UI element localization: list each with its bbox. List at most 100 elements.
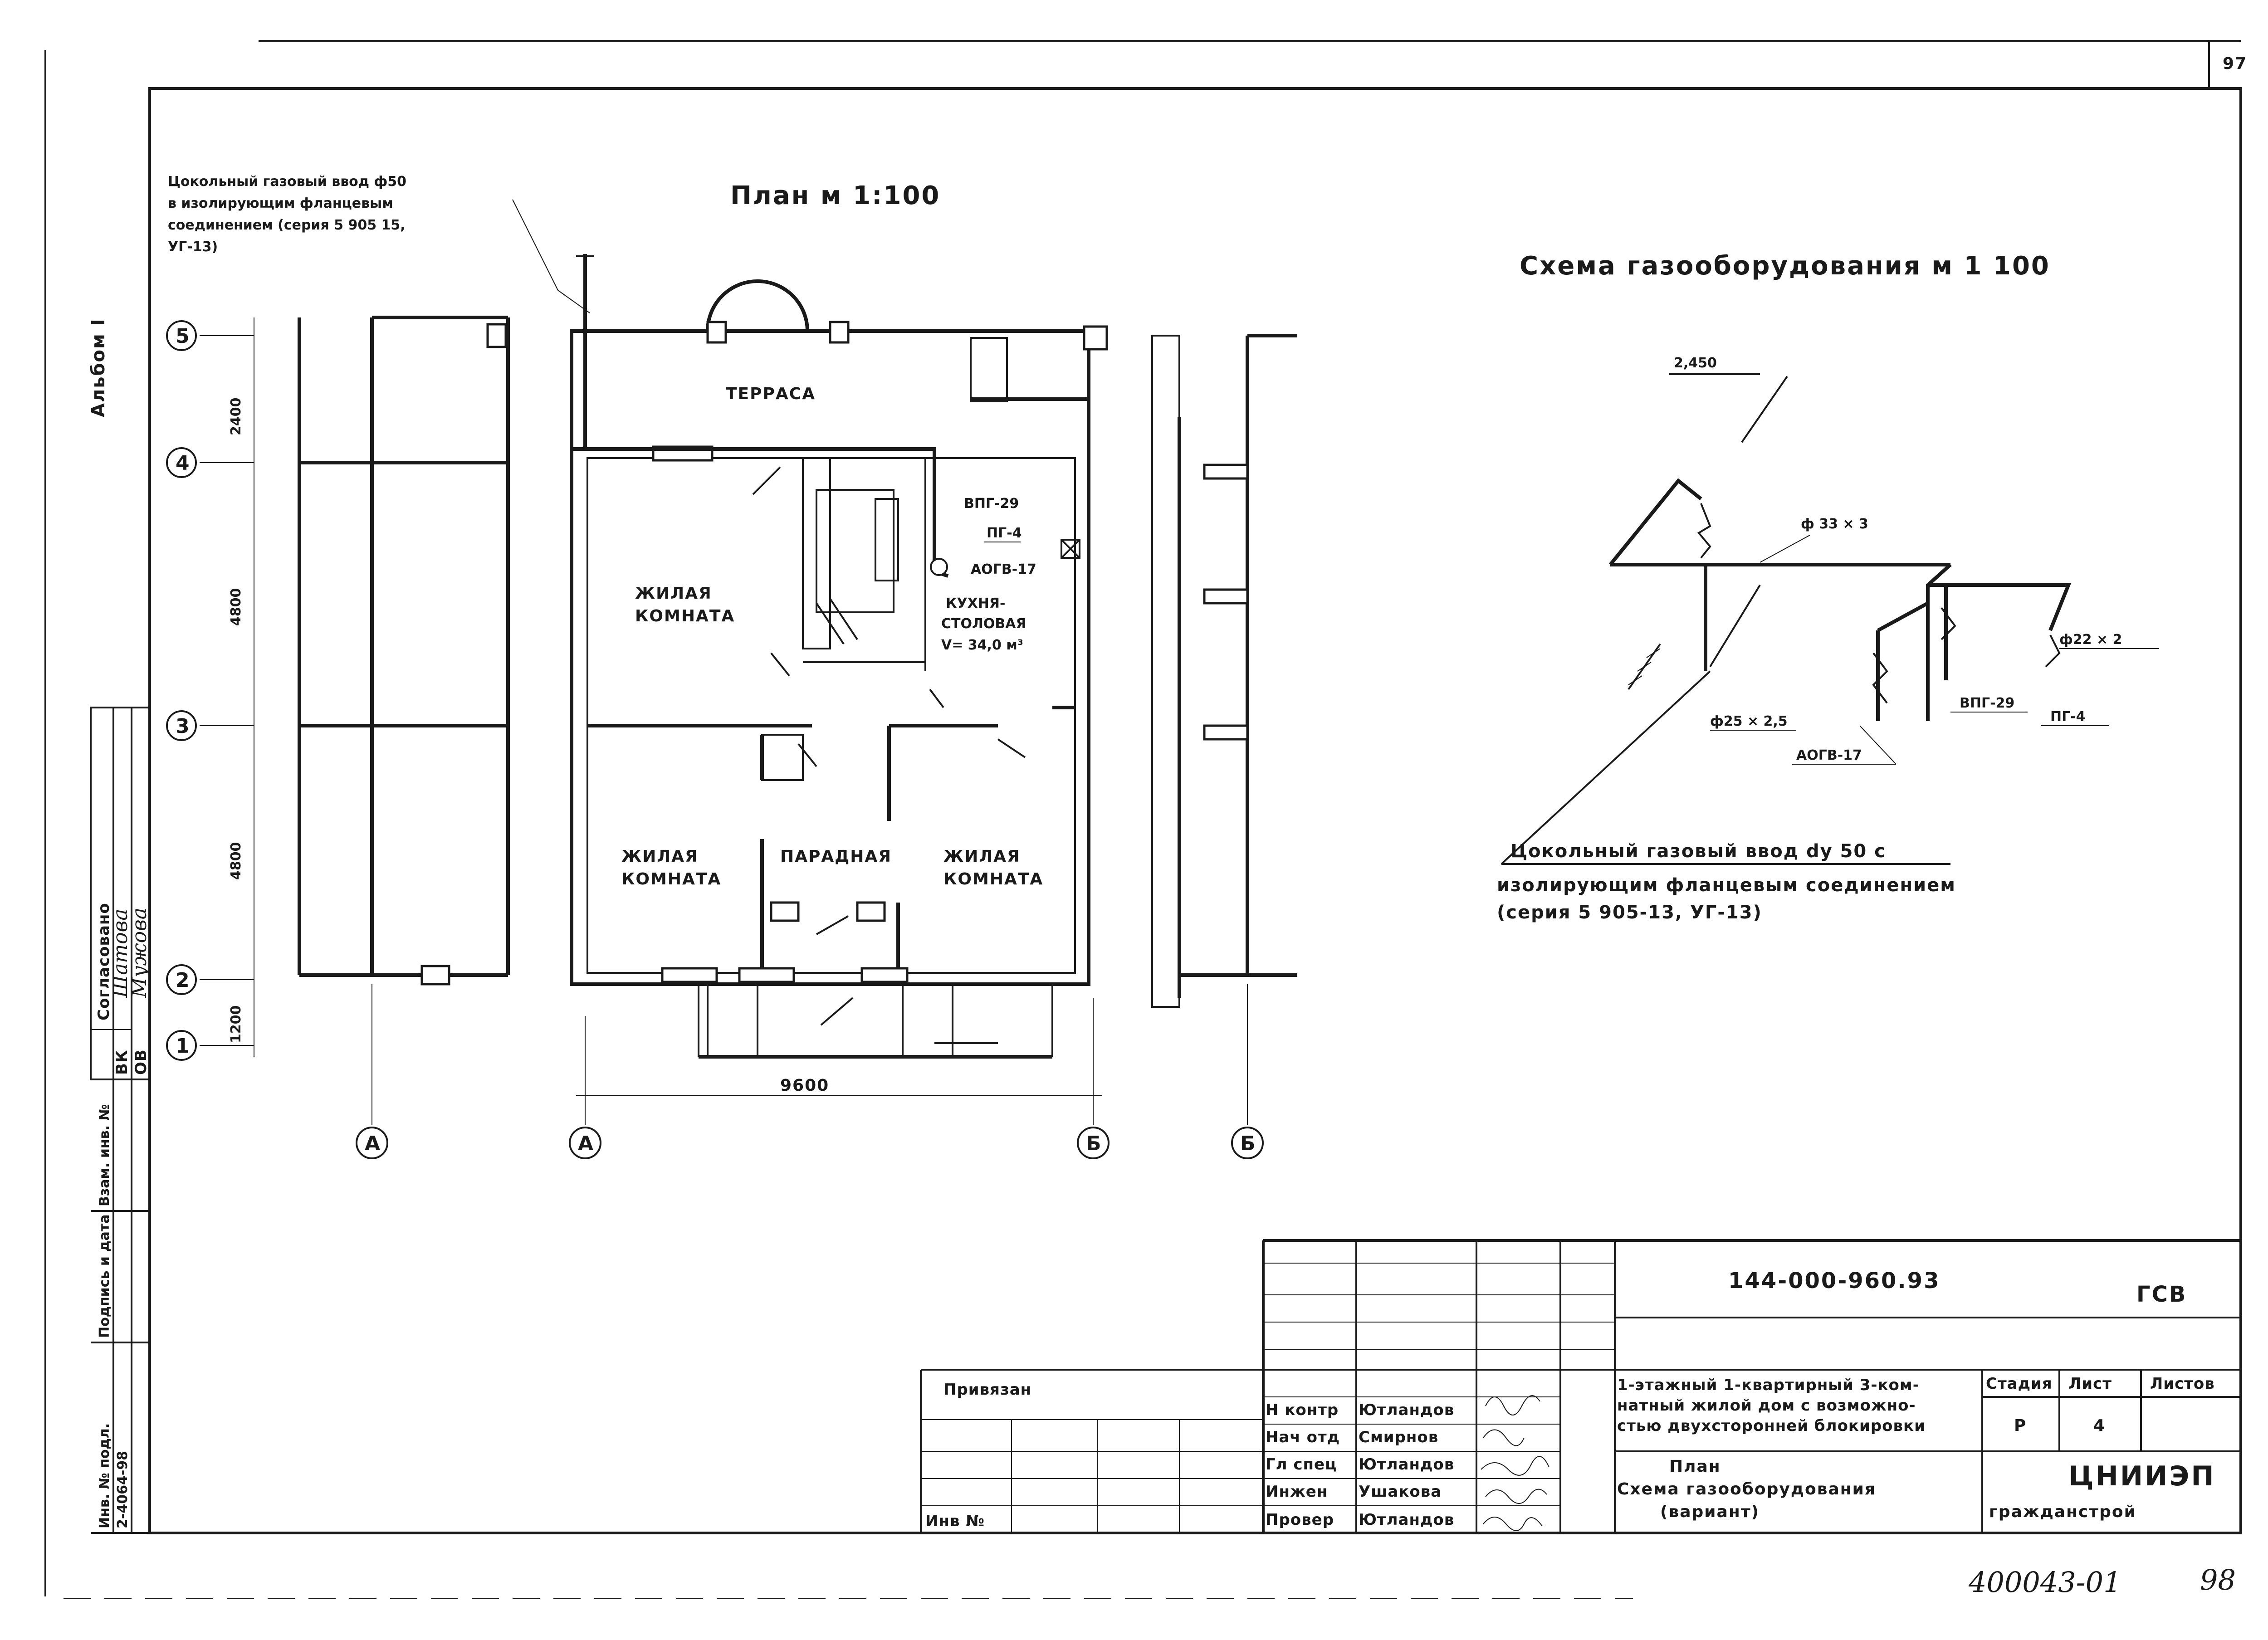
house-plan: [570, 254, 1108, 1059]
desc-line-3: стью двухсторонней блокировки: [1617, 1417, 1926, 1435]
axis-a-left-circle: [356, 1127, 388, 1159]
dim-9600: 9600: [780, 1076, 829, 1095]
scheme-note-3: (серия 5 905-13, УГ-13): [1497, 902, 1762, 923]
room-living-2-l1: ЖИЛАЯ: [621, 847, 699, 866]
org-sub: гражданстрой: [1989, 1503, 2136, 1521]
plinth-note-line-1: Цокольный газовый ввод ф50: [168, 174, 406, 190]
album-label: Альбом I: [88, 318, 109, 417]
signatures: [1481, 1395, 1549, 1531]
title-block: 144-000-960.93 ГСВ Привязан Инв № Н конт…: [920, 1239, 2241, 1533]
scheme-title: Схема газооборудования м 1 100: [1520, 251, 2050, 281]
sheets-header: Листов: [2150, 1375, 2215, 1393]
axis-markers-left: 5 4 3 2 1 2400 4800 4800 1200: [166, 317, 254, 1061]
axis-2-circle: [166, 964, 197, 995]
sheet-title-2: Схема газооборудования: [1617, 1480, 1876, 1498]
axis-b-right-label: Б: [1240, 1132, 1256, 1155]
name-1: Ютландов: [1359, 1401, 1454, 1419]
axis-4-circle: [166, 447, 197, 478]
plan-equip-pg: ПГ-4: [987, 525, 1022, 541]
plan-equip-aogv: АОГВ-17: [971, 561, 1036, 577]
side-stamp: Согласовано Шатова Мужова ВК ОВ Взам. ин…: [90, 707, 151, 1534]
stage-value: Р: [2014, 1416, 2027, 1435]
sheet-title-3: (вариант): [1660, 1503, 1760, 1521]
axis-4-label: 4: [176, 452, 190, 475]
doc-code: 144-000-960.93: [1728, 1268, 1940, 1293]
role-2: Нач отд: [1266, 1428, 1340, 1446]
role-5: Провер: [1266, 1511, 1334, 1529]
sheet-header: Лист: [2068, 1375, 2112, 1393]
axis-5-label: 5: [176, 325, 190, 348]
plinth-note-line-3: соединением (серия 5 905 15,: [168, 217, 406, 233]
dim-2400: 2400: [228, 398, 244, 436]
stamp-inv-sub: Инв. № подл.: [97, 1423, 112, 1528]
stamp-replace-inv: Взам. инв. №: [97, 1104, 112, 1206]
stamp-vk: ВК: [113, 1049, 131, 1075]
axis-1-label: 1: [176, 1035, 190, 1058]
room-kitchen-l3: V= 34,0 м³: [941, 637, 1023, 653]
desc-line-2: натный жилой дом с возможно-: [1617, 1396, 1916, 1415]
room-living-3-l1: ЖИЛАЯ: [943, 847, 1021, 866]
stamp-sign-date: Подпись и дата: [97, 1215, 112, 1338]
sheet-number-top: 97: [2223, 54, 2247, 73]
axis-3-circle: [166, 710, 197, 741]
axis-a-label: А: [578, 1132, 593, 1155]
org-name: ЦНИИЭП: [2068, 1460, 2216, 1492]
stamp-name-1: Шатова: [109, 909, 132, 999]
scheme-pipe-22: ф22 × 2: [2059, 632, 2122, 648]
room-living-3-l2: КОМНАТА: [943, 870, 1043, 888]
stamp-name-2: Мужова: [128, 908, 151, 998]
plan-bottom-axes: 9600 А Б: [569, 998, 1110, 1159]
plinth-note-plan: Цокольный газовый ввод ф50 в изолирующим…: [168, 174, 590, 313]
room-living-1-l1: ЖИЛАЯ: [635, 584, 712, 603]
role-4: Инжен: [1266, 1483, 1328, 1501]
room-kitchen-l2: СТОЛОВАЯ: [941, 616, 1026, 632]
scheme-note-2: изолирующим фланцевым соединением: [1497, 875, 1956, 896]
left-elevation-walls: [298, 316, 510, 986]
scheme-pg: ПГ-4: [2050, 709, 2086, 725]
room-hall: ПАРАДНАЯ: [780, 847, 892, 866]
dim-1200: 1200: [228, 1005, 244, 1044]
room-living-1-l2: КОМНАТА: [635, 607, 735, 625]
scheme-pipe-25: ф25 × 2,5: [1710, 713, 1788, 729]
right-elevation-walls: Б: [1151, 334, 1297, 1159]
axis-a-left-label: А: [365, 1132, 380, 1155]
plan-equip-vpg: ВПГ-29: [964, 496, 1019, 512]
footer-handwritten-code: 400043-01: [1968, 1566, 2121, 1599]
role-1: Н контр: [1266, 1401, 1339, 1419]
axis-b-circle: [1077, 1127, 1110, 1159]
desc-line-1: 1-этажный 1-квартирный 3-ком-: [1617, 1376, 1920, 1394]
plinth-note-line-4: УГ-13): [168, 239, 218, 255]
gas-scheme: 2,450 ф 33 × 3 ф22 × 2 ф25 × 2,5 ВПГ-29 …: [1497, 355, 2159, 923]
name-4: Ушакова: [1359, 1483, 1442, 1501]
stamp-agreed: Согласовано: [95, 903, 113, 1020]
axis-5-circle: [166, 320, 197, 351]
axis-a-circle: [569, 1127, 601, 1159]
room-kitchen-l1: КУХНЯ-: [946, 595, 1005, 611]
role-3: Гл спец: [1266, 1455, 1337, 1474]
stamp-inv-value: 2-4064-98: [115, 1451, 131, 1528]
doc-mark: ГСВ: [2136, 1282, 2187, 1307]
sheet-value: 4: [2093, 1416, 2106, 1435]
axis-1-circle: [166, 1030, 197, 1061]
axis-2-label: 2: [176, 969, 190, 992]
privyazan-label: Привязан: [943, 1381, 1031, 1399]
scheme-aogv: АОГВ-17: [1796, 747, 1862, 763]
inv-no-label: Инв №: [925, 1512, 985, 1530]
room-living-2-l2: КОМНАТА: [621, 870, 721, 888]
axis-b-label: Б: [1086, 1132, 1101, 1155]
stamp-ov: ОВ: [132, 1049, 150, 1075]
scheme-vpg: ВПГ-29: [1960, 695, 2014, 711]
dim-4800-a: 4800: [228, 588, 244, 626]
footer-page: 98: [2200, 1563, 2236, 1596]
dim-4800-b: 4800: [228, 842, 244, 880]
sheet-title-1: План: [1669, 1457, 1721, 1476]
plinth-note-line-2: в изолирующим фланцевым: [168, 195, 393, 211]
plan-title: План м 1:100: [730, 181, 940, 210]
axis-3-label: 3: [176, 715, 190, 738]
scheme-pipe-33: ф 33 × 3: [1801, 516, 1868, 532]
scheme-elevation: 2,450: [1674, 355, 1717, 371]
name-2: Смирнов: [1359, 1428, 1438, 1446]
scheme-note-1: Цокольный газовый ввод dу 50 с: [1510, 841, 1886, 862]
